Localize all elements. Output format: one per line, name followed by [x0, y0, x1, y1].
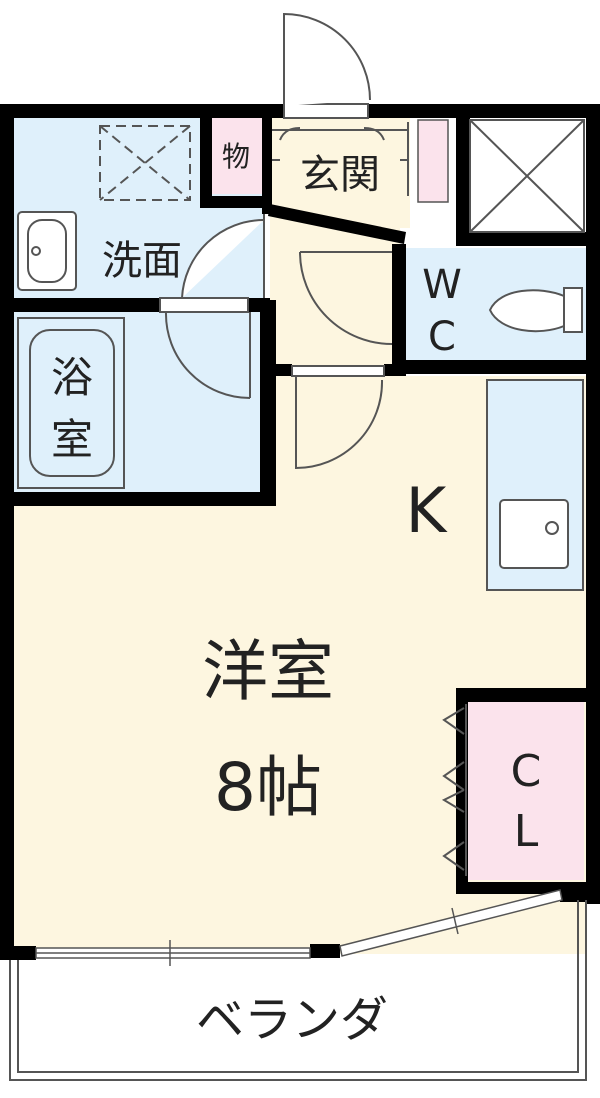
kitchen-sink-icon — [499, 499, 569, 569]
bathroom-label-2: 室 — [51, 415, 93, 464]
entrance-door[interactable] — [283, 12, 371, 119]
storage-label: 物 — [222, 140, 250, 173]
toilet-door[interactable] — [299, 251, 393, 345]
room-door[interactable] — [291, 365, 385, 470]
kitchen-label: K — [406, 474, 448, 547]
hall-floor — [270, 220, 400, 380]
meter-box-x-icon — [469, 119, 585, 233]
toilet-label-1: W — [422, 262, 462, 308]
western-room-size-label: 8帖 — [214, 749, 322, 826]
shoe-cabinet — [417, 119, 449, 203]
walls — [0, 104, 600, 960]
entrance-step — [272, 122, 409, 196]
washroom-label: 洗面 — [102, 238, 182, 284]
storage-floor — [210, 118, 266, 194]
closet-doors[interactable] — [441, 704, 467, 876]
doors — [159, 12, 467, 876]
washroom-door[interactable] — [181, 214, 265, 299]
windows — [35, 889, 563, 966]
closet-label-1: C — [511, 746, 542, 797]
labels: 物 玄関 洗面 浴 室 W C K 洋室 8帖 C L ベランダ — [51, 140, 541, 1048]
closet-floor — [466, 700, 584, 880]
wash-basin-icon — [17, 211, 77, 291]
balcony — [9, 900, 587, 1081]
entrance-slant-wall — [268, 204, 406, 244]
bathtub-icon — [17, 317, 125, 489]
washing-machine-space-icon — [99, 125, 191, 201]
entrance-label: 玄関 — [300, 152, 380, 198]
closet-label-2: L — [514, 806, 539, 857]
western-room-label: 洋室 — [202, 633, 334, 710]
toilet-icon — [488, 287, 583, 333]
toilet-label-2: C — [428, 314, 456, 360]
bathroom-label-1: 浴 — [51, 353, 93, 402]
bathroom-door[interactable] — [159, 297, 251, 399]
balcony-label: ベランダ — [196, 992, 388, 1048]
